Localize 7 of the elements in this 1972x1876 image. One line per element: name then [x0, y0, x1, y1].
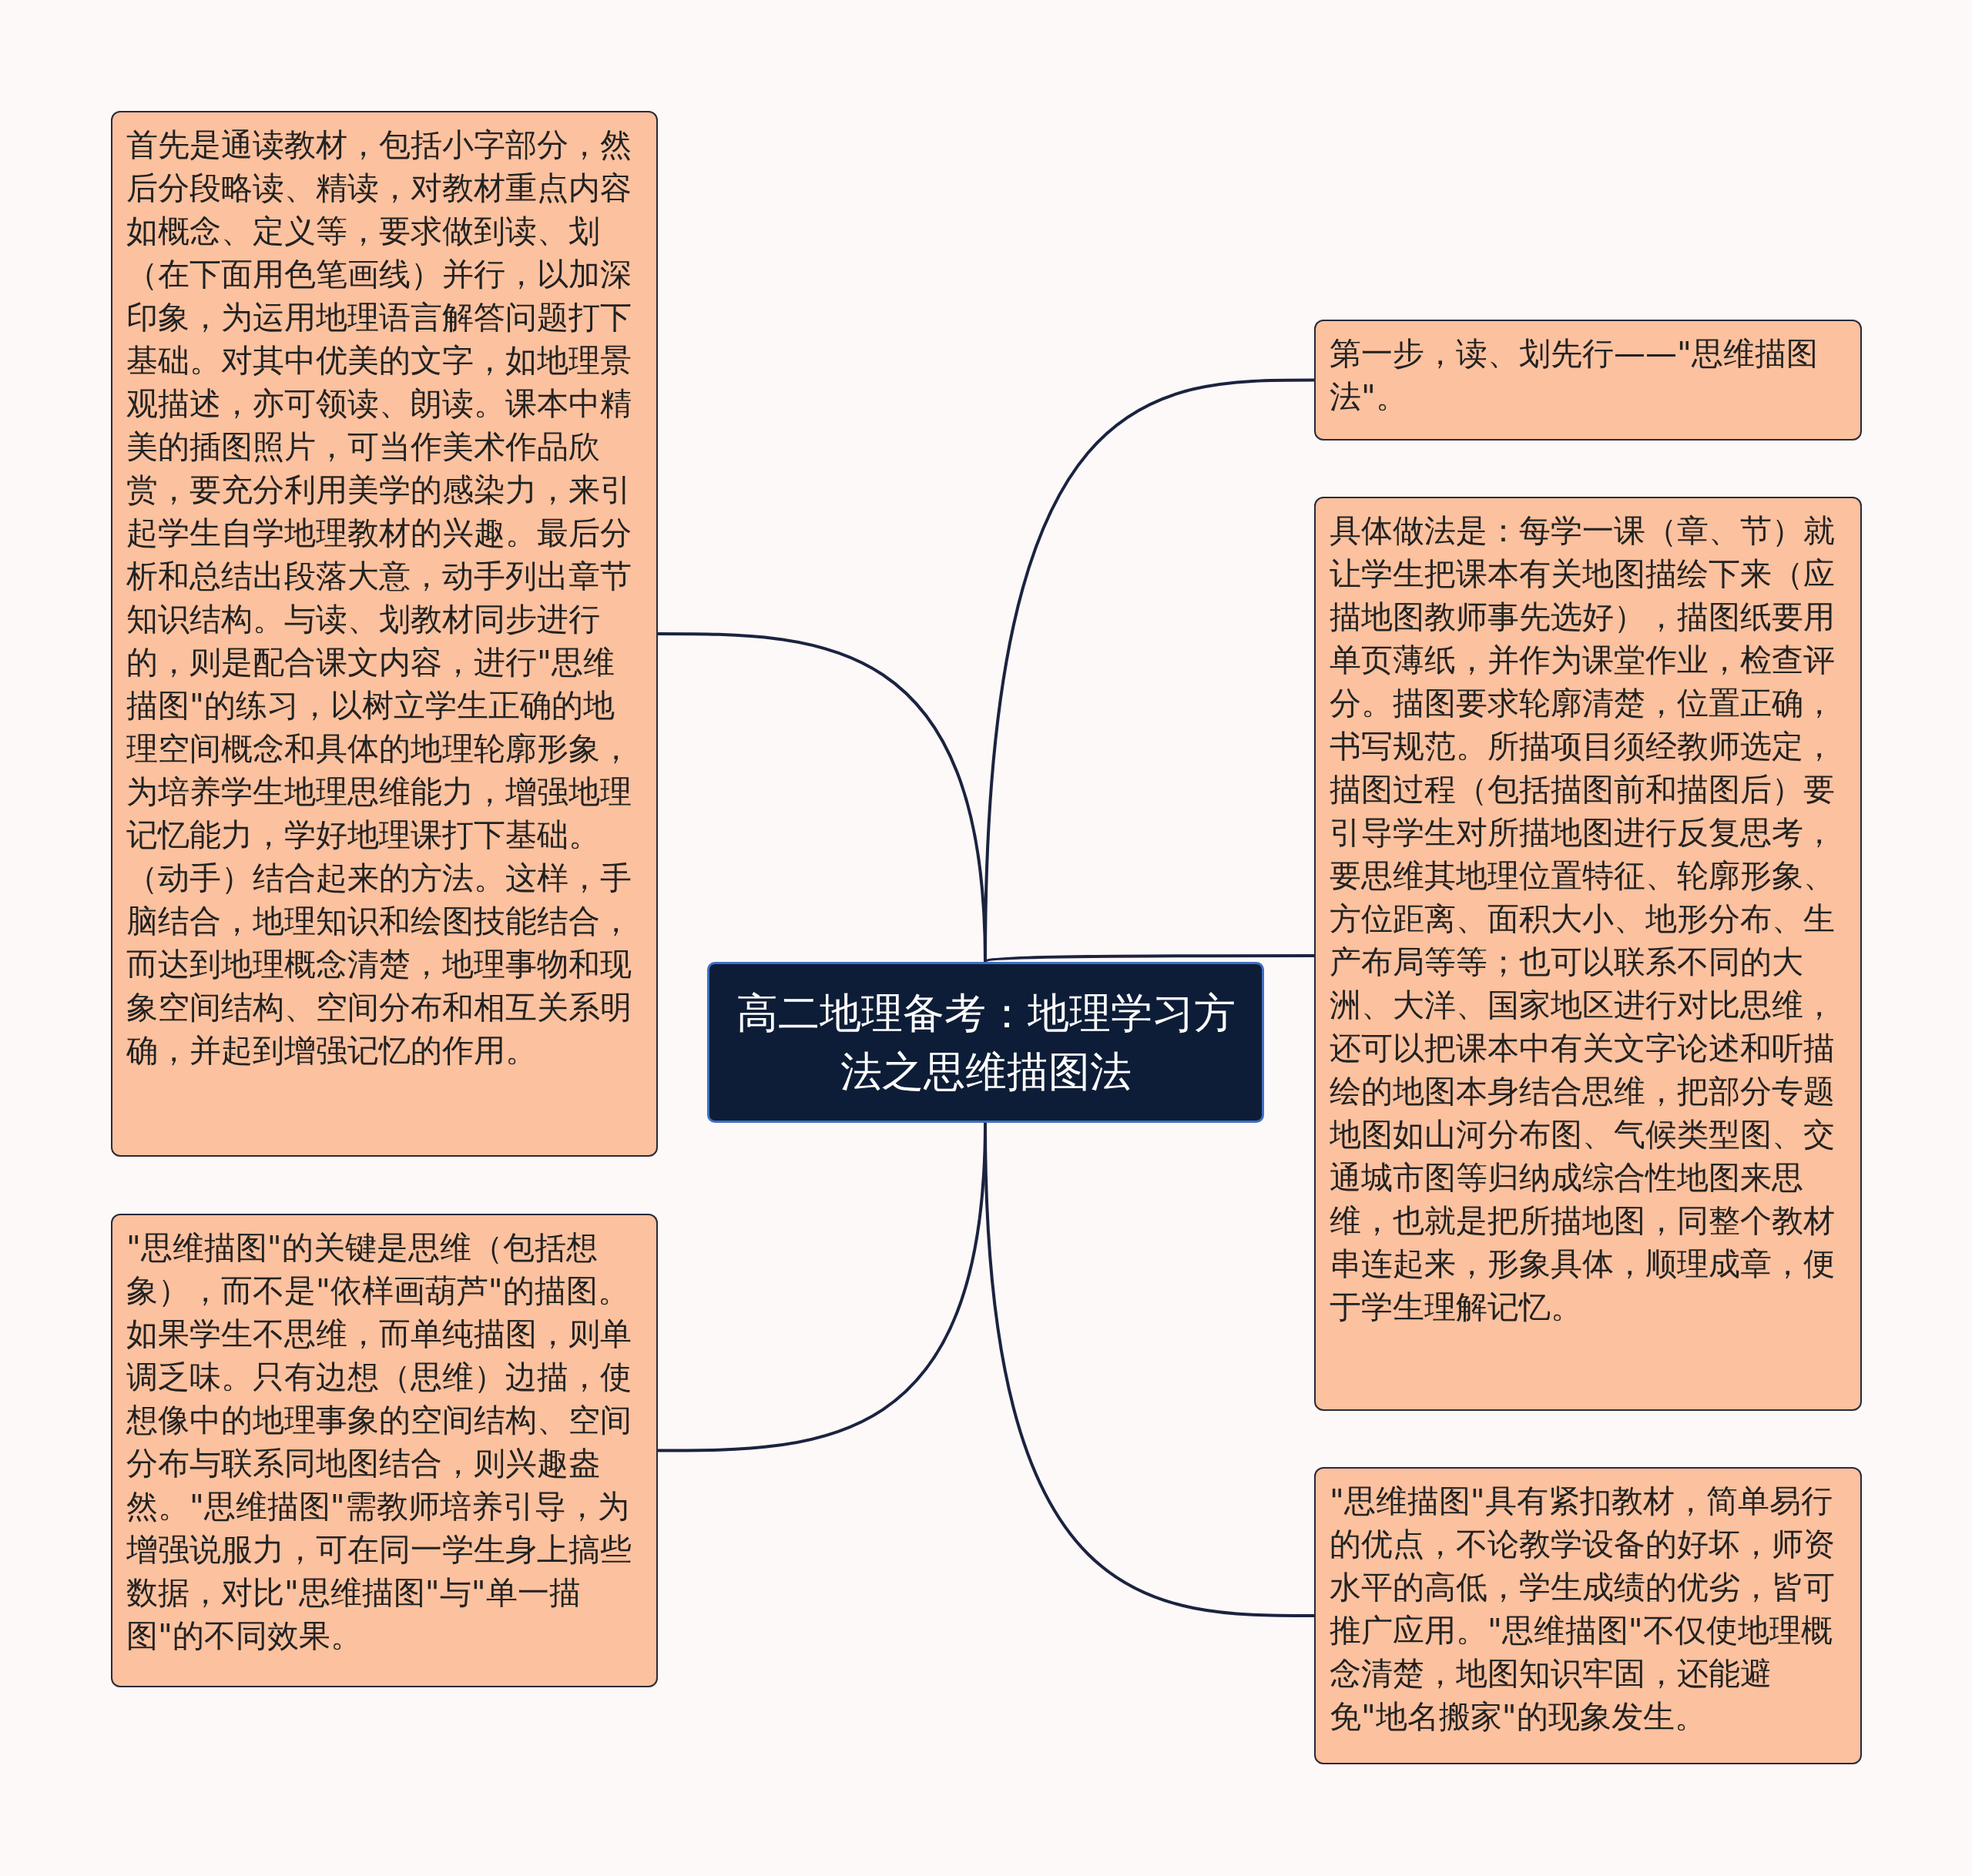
topic-box: 首先是通读教材，包括小字部分，然后分段略读、精读，对教材重点内容如概念、定义等，要求做到读、划（在下面用色笔画线）并行，以加深印象，为运用地理语言解答问题打下基础。对其中优美的文字，如地理景观描述，亦可领读、朗读。课本中精美的插图照片，可当作美术作品欣赏，要充分利用美学的感染力，来引起学生自学地理教材的兴趣。最后分析和总结出段落大意，动手列出章节知识结构。与读、划教材同步进行的，则是配合课文内容，进行"思维描图"的练习，以树立学生正确的地理空间概念和具体的地理轮廓形象，为培养学生地理思维能力，增强地理记忆能力，学好地理课打下基础。（动手）结合起来的方法。这样，手脑结合，地理知识和绘图技能结合，而达到地理概念清楚，地理事物和现象空间结构、空间分布和相互关系明确，并起到增强记忆的作用。	[111, 111, 658, 1157]
topic-box: "思维描图"具有紧扣教材，简单易行的优点，不论教学设备的好坏，师资水平的高低，学生成绩的优劣，皆可推广应用。"思维描图"不仅使地理概念清楚，地图知识牢固，还能避免"地名搬家"的现象发生。	[1314, 1467, 1862, 1764]
topic-box: "思维描图"的关键是思维（包括想象），而不是"依样画葫芦"的描图。如果学生不思维，而单纯描图，则单调乏味。只有边想（思维）边描，使想像中的地理事象的空间结构、空间分布与联系同地图结合，则兴趣盎然。"思维描图"需教师培养引导，为增强说服力，可在同一学生身上搞些数据，对比"思维描图"与"单一描图"的不同效果。	[111, 1214, 658, 1687]
connector-line	[984, 954, 1314, 963]
central-topic-box: 高二地理备考：地理学习方法之思维描图法	[707, 962, 1264, 1123]
topic-box: 第一步，读、划先行——"思维描图法"。	[1314, 320, 1862, 441]
topic-box: 具体做法是：每学一课（章、节）就让学生把课本有关地图描绘下来（应描地图教师事先选好），描图纸要用单页薄纸，并作为课堂作业，检查评分。描图要求轮廓清楚，位置正确，书写规范。所描项目须经教师选定，描图过程（包括描图前和描图后）要引导学生对所描地图进行反复思考，要思维其地理位置特征、轮廓形象、方位距离、面积大小、地形分布、生产布局等等；也可以联系不同的大洲、大洋、国家地区进行对比思维，还可以把课本中有关文字论述和听描绘的地图本身结合思维，把部分专题地图如山河分布图、气候类型图、交通城市图等归纳成综合性地图来思维，也就是把所描地图，同整个教材串连起来，形象具体，顺理成章，便于学生理解记忆。	[1314, 497, 1862, 1411]
